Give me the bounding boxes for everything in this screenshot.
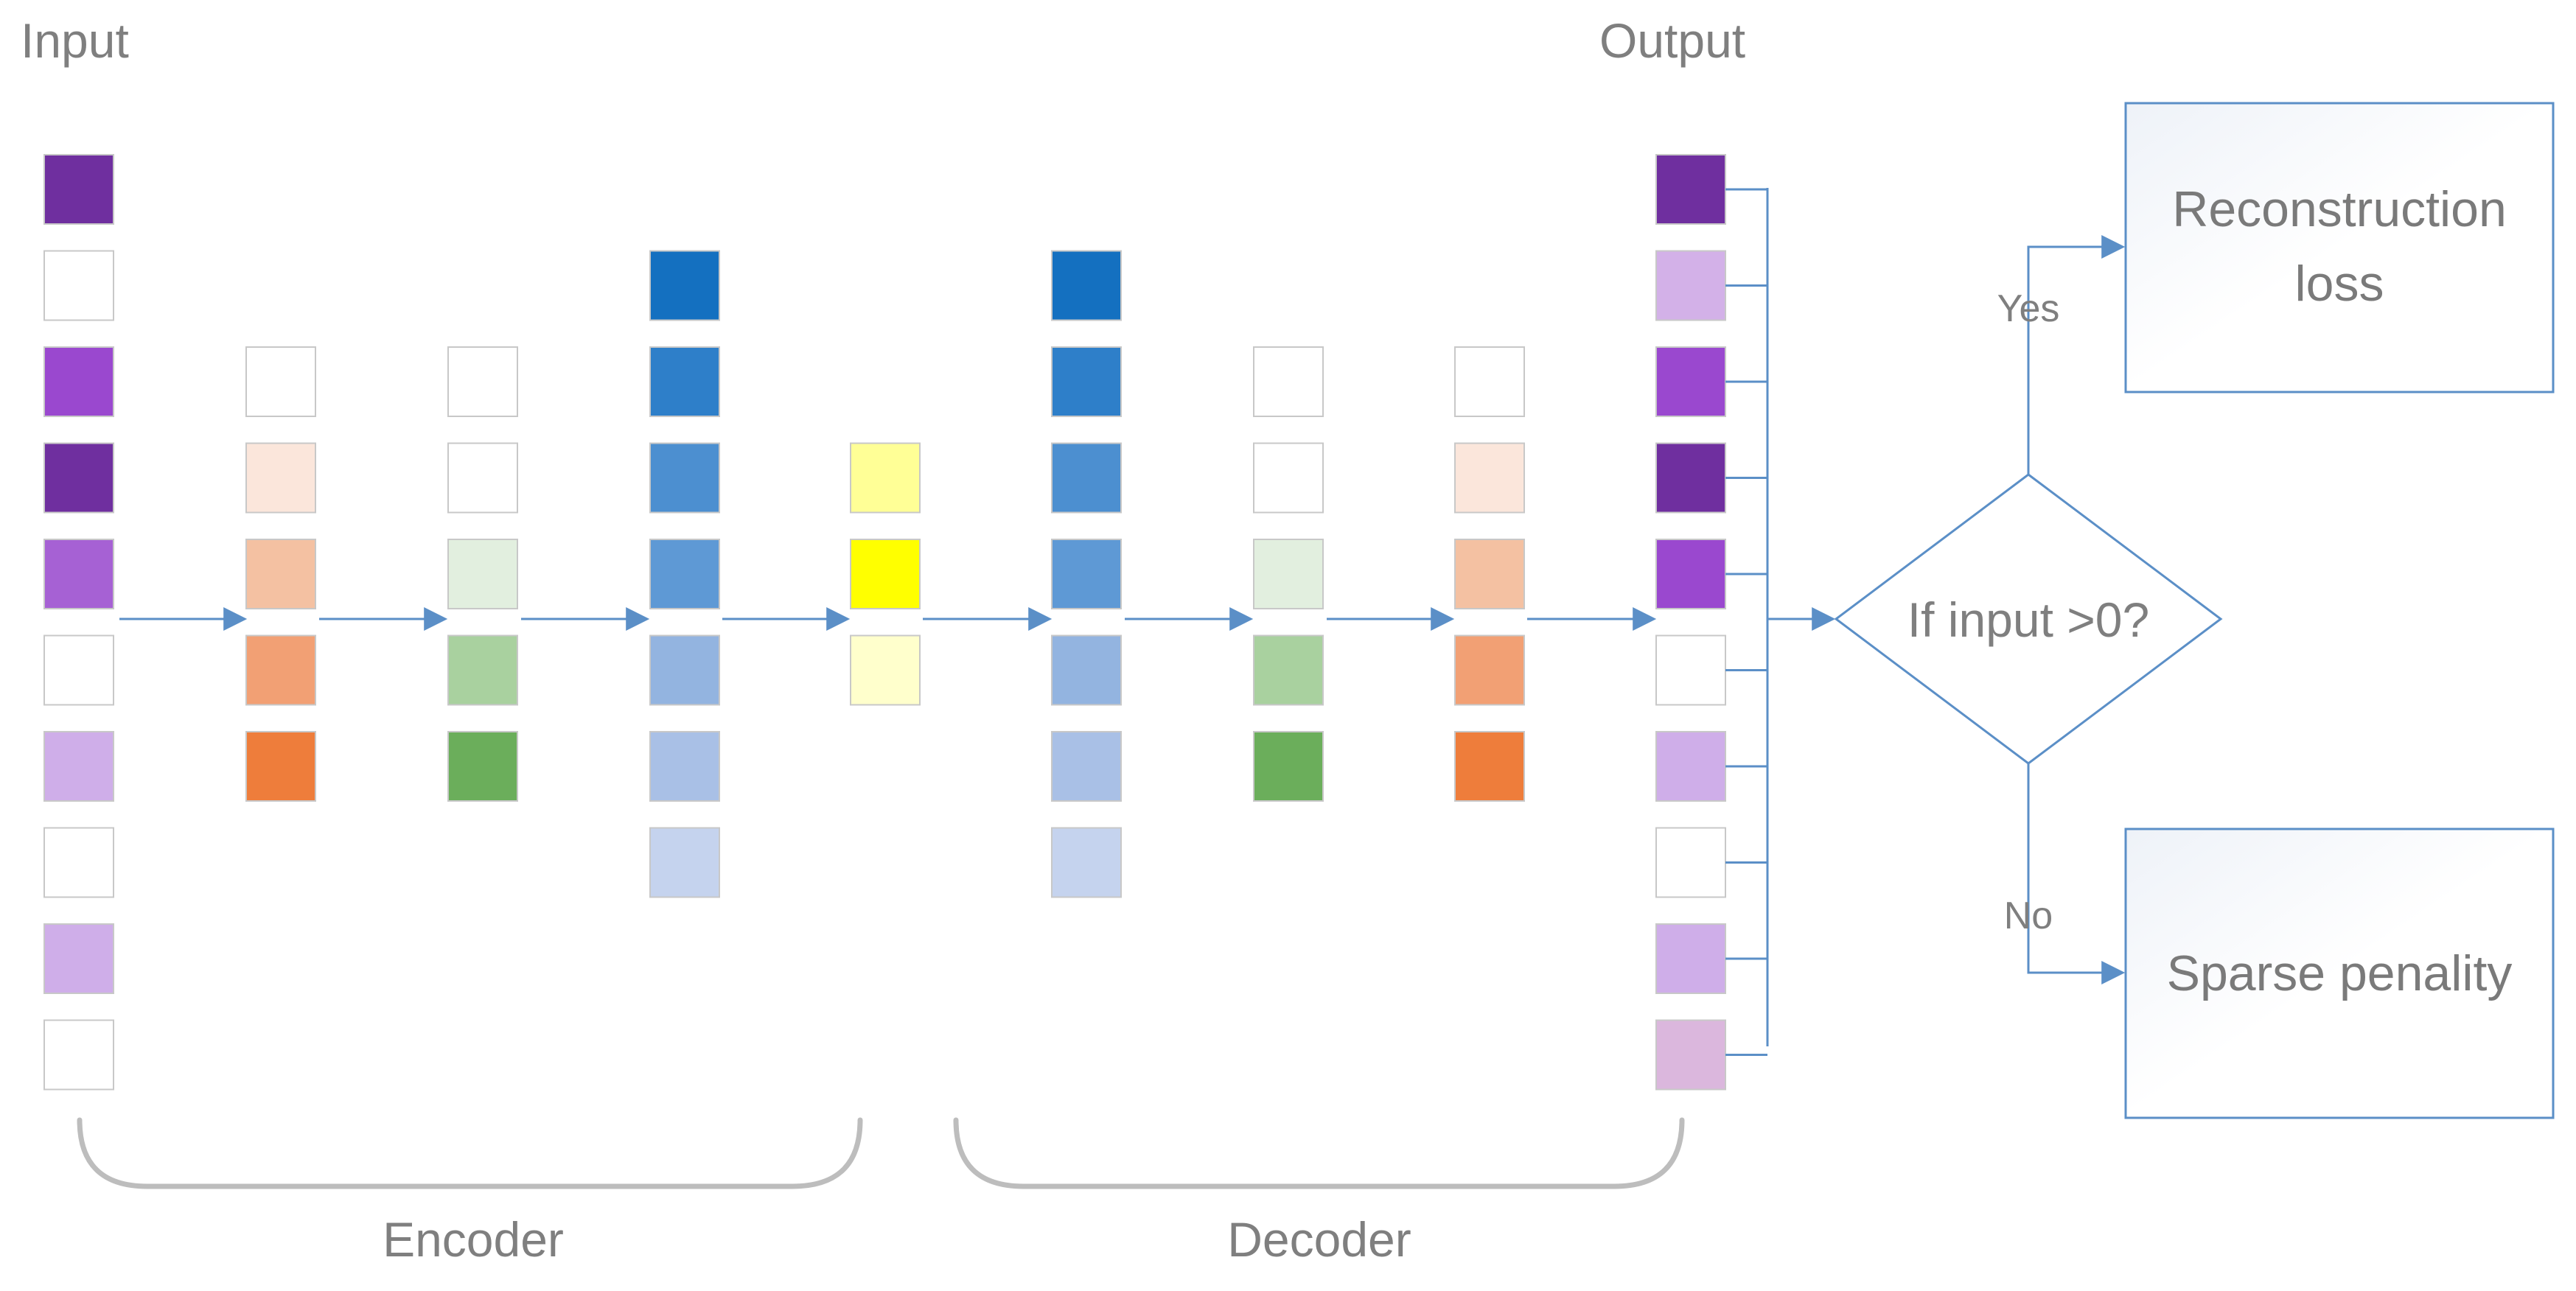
- encoder-3-cell: [649, 827, 720, 898]
- output-cell: [1655, 634, 1726, 706]
- input-cell: [43, 1019, 114, 1091]
- decision-label: If input >0?: [1907, 592, 2149, 647]
- reconstruction-label: Reconstruction: [2172, 181, 2507, 237]
- encoder-2-cell: [447, 731, 518, 802]
- encoder-3-cell: [649, 731, 720, 802]
- code-cell: [850, 539, 921, 609]
- decoder-1-cell: [1051, 539, 1122, 609]
- input-label: Input: [21, 13, 129, 68]
- output-cell: [1655, 539, 1726, 609]
- output-cell: [1655, 827, 1726, 898]
- encoder-1-cell: [245, 539, 316, 609]
- encoder-3-cell: [649, 346, 720, 417]
- input-cell: [43, 923, 114, 994]
- encoder-3-cell: [649, 442, 720, 514]
- input-cell: [43, 634, 114, 706]
- input-cell: [43, 154, 114, 225]
- input-cell: [43, 346, 114, 417]
- decoder-label: Decoder: [1227, 1212, 1411, 1267]
- output-label: Output: [1599, 13, 1745, 68]
- no-label: No: [2004, 895, 2053, 937]
- decoder-3-cell: [1454, 634, 1525, 706]
- encoder-brace: [77, 1117, 863, 1189]
- decoder-1-cell: [1051, 731, 1122, 802]
- decoder-3-cell: [1454, 442, 1525, 514]
- no-branch-arrow: [2027, 763, 2126, 984]
- reconstruction-loss-box: [2124, 102, 2555, 393]
- output-cell: [1655, 923, 1726, 994]
- encoder-3-cell: [649, 539, 720, 609]
- decoder-2-cell: [1253, 731, 1324, 802]
- decoder-3-cell: [1454, 539, 1525, 609]
- loss-label: loss: [2295, 256, 2384, 312]
- decoder-1-cell: [1051, 442, 1122, 514]
- layer-cells: [43, 154, 1726, 1091]
- decoder-2-cell: [1253, 634, 1324, 706]
- decoder-brace: [953, 1117, 1685, 1189]
- yes-label: Yes: [1997, 287, 2060, 330]
- decoder-1-cell: [1051, 634, 1122, 706]
- encoder-2-cell: [447, 442, 518, 514]
- encoder-2-cell: [447, 346, 518, 417]
- output-cell: [1655, 250, 1726, 321]
- input-cell: [43, 539, 114, 609]
- output-cell: [1655, 154, 1726, 225]
- encoder-1-cell: [245, 442, 316, 514]
- decoder-1-cell: [1051, 250, 1122, 321]
- decoder-2-cell: [1253, 346, 1324, 417]
- input-cell: [43, 827, 114, 898]
- encoder-1-cell: [245, 346, 316, 417]
- encoder-label: Encoder: [383, 1212, 564, 1267]
- encoder-2-cell: [447, 539, 518, 609]
- input-cell: [43, 250, 114, 321]
- encoder-2-cell: [447, 634, 518, 706]
- decoder-2-cell: [1253, 539, 1324, 609]
- encoder-3-cell: [649, 634, 720, 706]
- yes-branch-arrow: [2027, 235, 2126, 475]
- sparse-label: Sparse penality: [2167, 945, 2513, 1001]
- output-cell: [1655, 442, 1726, 514]
- encoder-1-cell: [245, 634, 316, 706]
- input-cell: [43, 442, 114, 514]
- output-cell: [1655, 731, 1726, 802]
- encoder-1-cell: [245, 731, 316, 802]
- decoder-3-cell: [1454, 346, 1525, 417]
- encoder-3-cell: [649, 250, 720, 321]
- decoder-1-cell: [1051, 827, 1122, 898]
- output-bus: [1725, 188, 1836, 1056]
- input-cell: [43, 731, 114, 802]
- decoder-1-cell: [1051, 346, 1122, 417]
- output-cell: [1655, 1019, 1726, 1091]
- decoder-3-cell: [1454, 731, 1525, 802]
- output-cell: [1655, 346, 1726, 417]
- code-cell: [850, 634, 921, 706]
- decoder-2-cell: [1253, 442, 1324, 514]
- code-cell: [850, 442, 921, 514]
- sparse-penalty-box: [2124, 828, 2555, 1119]
